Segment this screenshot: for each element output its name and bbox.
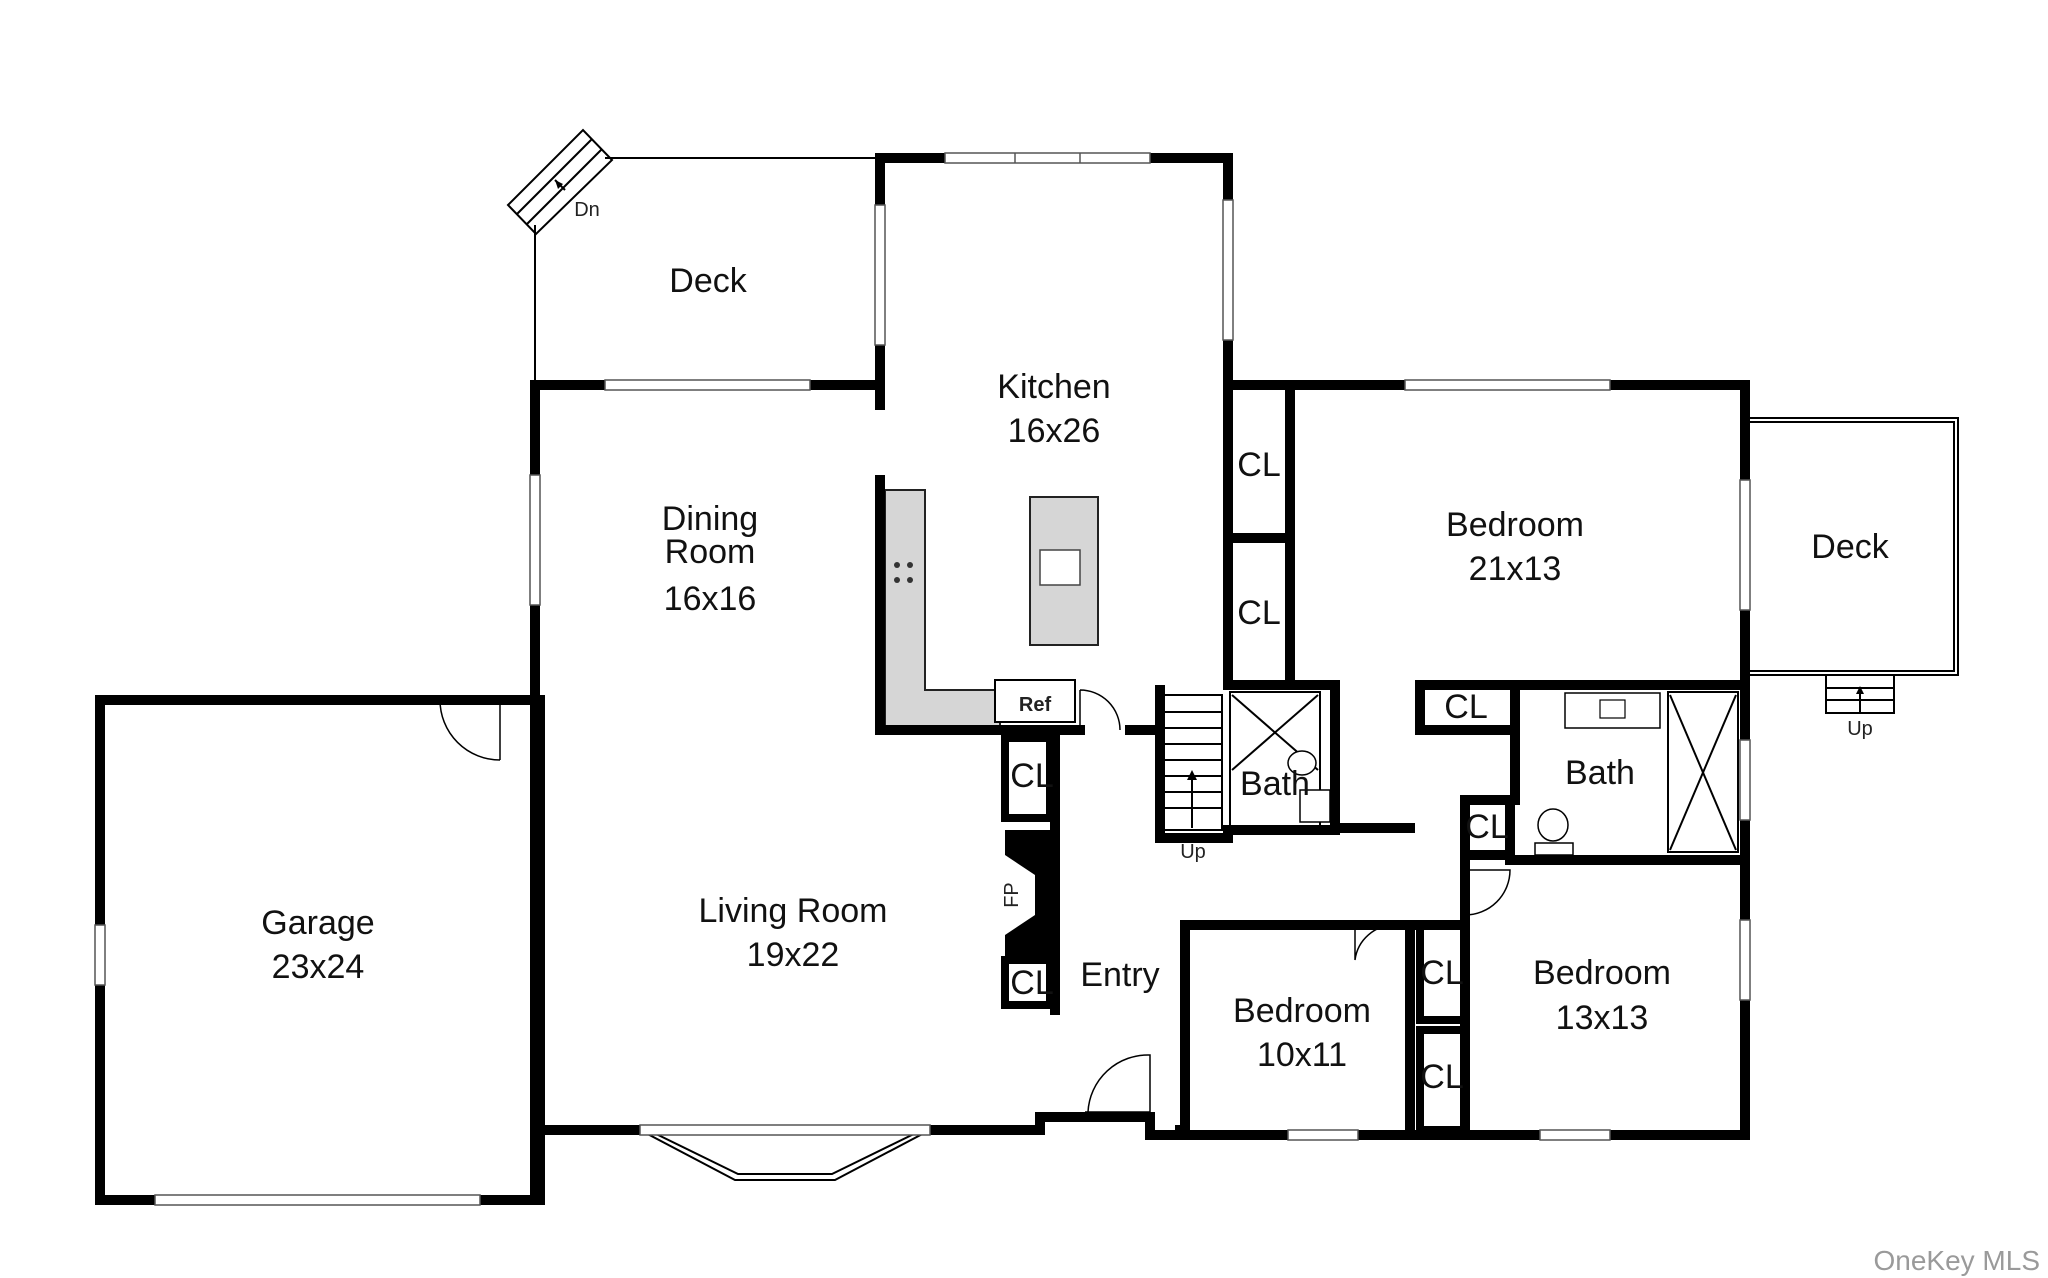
interior-stairs-up-label: Up (1180, 841, 1206, 863)
deck-stairs-down-label: Dn (574, 199, 600, 221)
closet-label: CL (1010, 964, 1053, 1002)
living-room-label: Living Room (699, 892, 888, 930)
living-room-size: 19x22 (747, 936, 840, 974)
garage-size: 23x24 (272, 948, 365, 986)
garage-walls (94, 695, 540, 1206)
closet-label: CL (1465, 808, 1508, 846)
interior-stairs (1161, 694, 1223, 831)
fireplace-label: FP (1001, 882, 1023, 908)
dining-size: 16x16 (664, 580, 757, 618)
watermark: OneKey MLS (1873, 1245, 2040, 1276)
kitchen-counter (875, 475, 1165, 735)
deck-right (1745, 417, 1959, 714)
closet-label: CL (1237, 446, 1280, 484)
bath-right-label: Bath (1565, 754, 1635, 792)
entry-door[interactable] (1085, 1054, 1151, 1113)
bedroom-right-size: 13x13 (1556, 999, 1649, 1037)
bay-window (639, 1124, 931, 1181)
kitchen-walls (874, 152, 1234, 410)
refrigerator (994, 679, 1076, 723)
deck-right-label: Deck (1811, 528, 1889, 566)
entry-label: Entry (1080, 956, 1159, 994)
closet-label: CL (1420, 1058, 1463, 1096)
deck-stairs-down (506, 128, 614, 236)
closet-label: CL (1444, 688, 1487, 726)
cooktop (894, 562, 913, 583)
dining-label-line1: Dining (662, 500, 758, 538)
fireplace (1005, 830, 1055, 960)
deck-stairs-up-label: Up (1847, 718, 1873, 740)
deck-top-label: Deck (669, 262, 747, 300)
center-interior (1001, 380, 1340, 1015)
bedroom-right-label: Bedroom (1533, 954, 1671, 992)
garage-label: Garage (261, 904, 374, 942)
kitchen-size: 16x26 (1008, 412, 1101, 450)
bedroom-large-label: Bedroom (1446, 506, 1584, 544)
bath-center-label: Bath (1240, 765, 1310, 803)
right-wing (1180, 680, 1750, 1140)
bedroom-small-label: Bedroom (1233, 992, 1371, 1030)
deck-top-outline (506, 128, 880, 385)
closet-label: CL (1010, 757, 1053, 795)
bedroom-large-size: 21x13 (1469, 550, 1562, 588)
dining-label-line2: Room (665, 533, 756, 571)
bedroom-small-size: 10x11 (1257, 1036, 1347, 1074)
kitchen-label: Kitchen (997, 368, 1110, 406)
refrigerator-label: Ref (1019, 694, 1052, 716)
closet-label: CL (1420, 954, 1463, 992)
closet-label: CL (1237, 594, 1280, 632)
